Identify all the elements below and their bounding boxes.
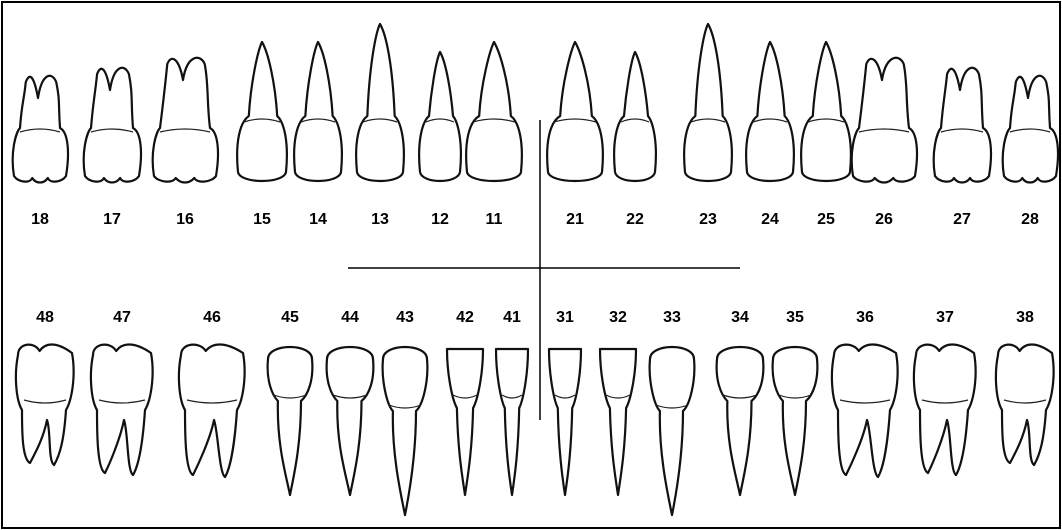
tooth-label: 31 [556,309,574,326]
teeth-group [13,24,1058,515]
tooth-label: 42 [456,309,474,326]
tooth-label: 12 [431,211,449,228]
tooth-label: 46 [203,309,221,326]
upper-tooth [801,42,851,181]
tooth-label: 47 [113,309,131,326]
tooth-label: 16 [176,211,194,228]
upper-tooth [614,52,656,181]
tooth-label: 43 [396,309,414,326]
upper-tooth [934,68,991,183]
upper-tooth [84,68,141,183]
lower-tooth [327,347,374,495]
lower-tooth [996,345,1054,466]
tooth-label: 45 [281,309,299,326]
upper-tooth [684,24,732,181]
lower-tooth [832,345,898,478]
lower-tooth [496,349,528,495]
tooth-label: 33 [663,309,681,326]
tooth-label: 32 [609,309,627,326]
lower-tooth [16,345,74,466]
lower-tooth [268,347,313,495]
lower-tooth [179,345,245,478]
tooth-label: 22 [626,211,644,228]
tooth-label: 37 [936,309,954,326]
tooth-label: 48 [36,309,54,326]
tooth-label: 44 [341,309,359,326]
tooth-label: 35 [786,309,804,326]
tooth-label: 13 [371,211,389,228]
lower-tooth [717,347,764,495]
lower-tooth [549,349,581,495]
upper-tooth [356,24,404,181]
tooth-label: 26 [875,211,893,228]
tooth-label: 27 [953,211,971,228]
lower-tooth [600,349,636,495]
lower-tooth [383,347,428,515]
upper-tooth [294,42,342,181]
lower-tooth [773,347,818,495]
lower-tooth [650,347,695,515]
upper-tooth [466,42,522,181]
tooth-label: 17 [103,211,121,228]
tooth-label: 11 [486,211,503,228]
upper-tooth [419,52,461,181]
lower-tooth [447,349,483,495]
upper-tooth [852,58,917,183]
tooth-label: 23 [699,211,717,228]
tooth-label: 14 [309,211,327,228]
tooth-label: 38 [1016,309,1034,326]
tooth-label: 36 [856,309,874,326]
tooth-label: 34 [731,309,749,326]
tooth-label: 24 [761,211,779,228]
lower-tooth [914,345,976,476]
upper-tooth [237,42,287,181]
tooth-label: 21 [566,211,584,228]
tooth-label: 28 [1021,211,1039,228]
tooth-label: 41 [503,309,521,326]
lower-tooth [91,345,153,476]
upper-tooth [153,58,218,183]
upper-tooth [746,42,794,181]
tooth-label: 18 [31,211,49,228]
tooth-label: 15 [253,211,271,228]
tooth-label: 25 [817,211,835,228]
upper-tooth [547,42,603,181]
